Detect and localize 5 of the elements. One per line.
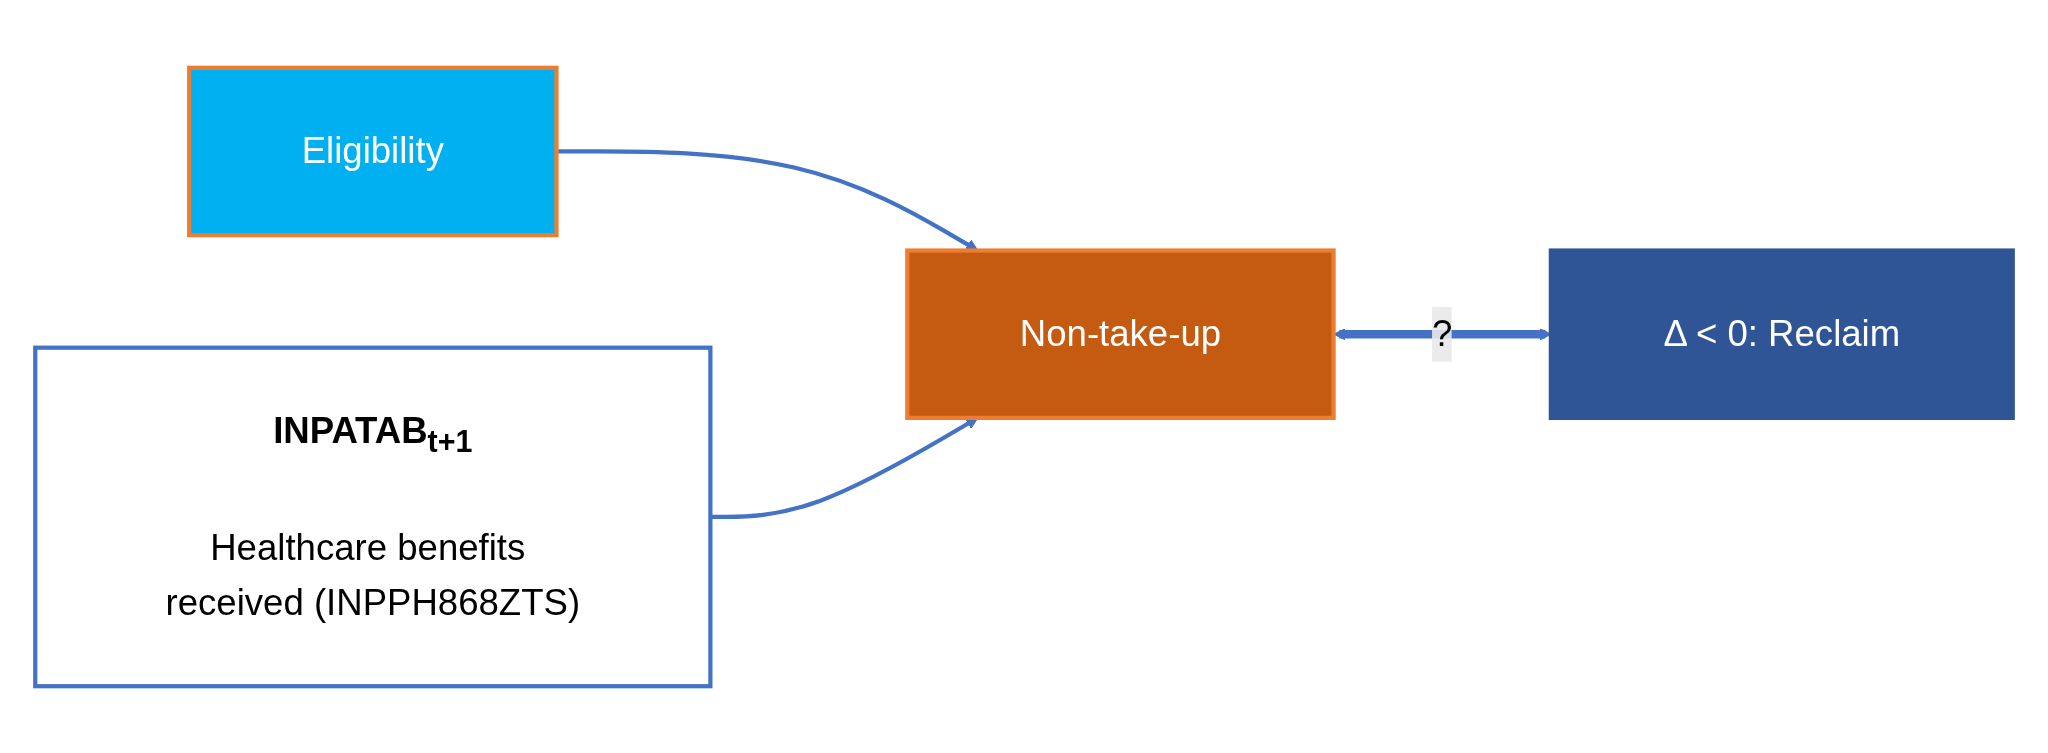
edge-label: ? [1432,311,1453,355]
node-box: Eligibility [187,65,559,237]
node-box: INPATAB$_{t+1}$ Healthcare benefits received (INPPH868ZTS) [33,345,713,688]
node-box: Non-take-up [905,247,1336,420]
node-box: Δ < 0: Reclaim [1548,247,2015,420]
